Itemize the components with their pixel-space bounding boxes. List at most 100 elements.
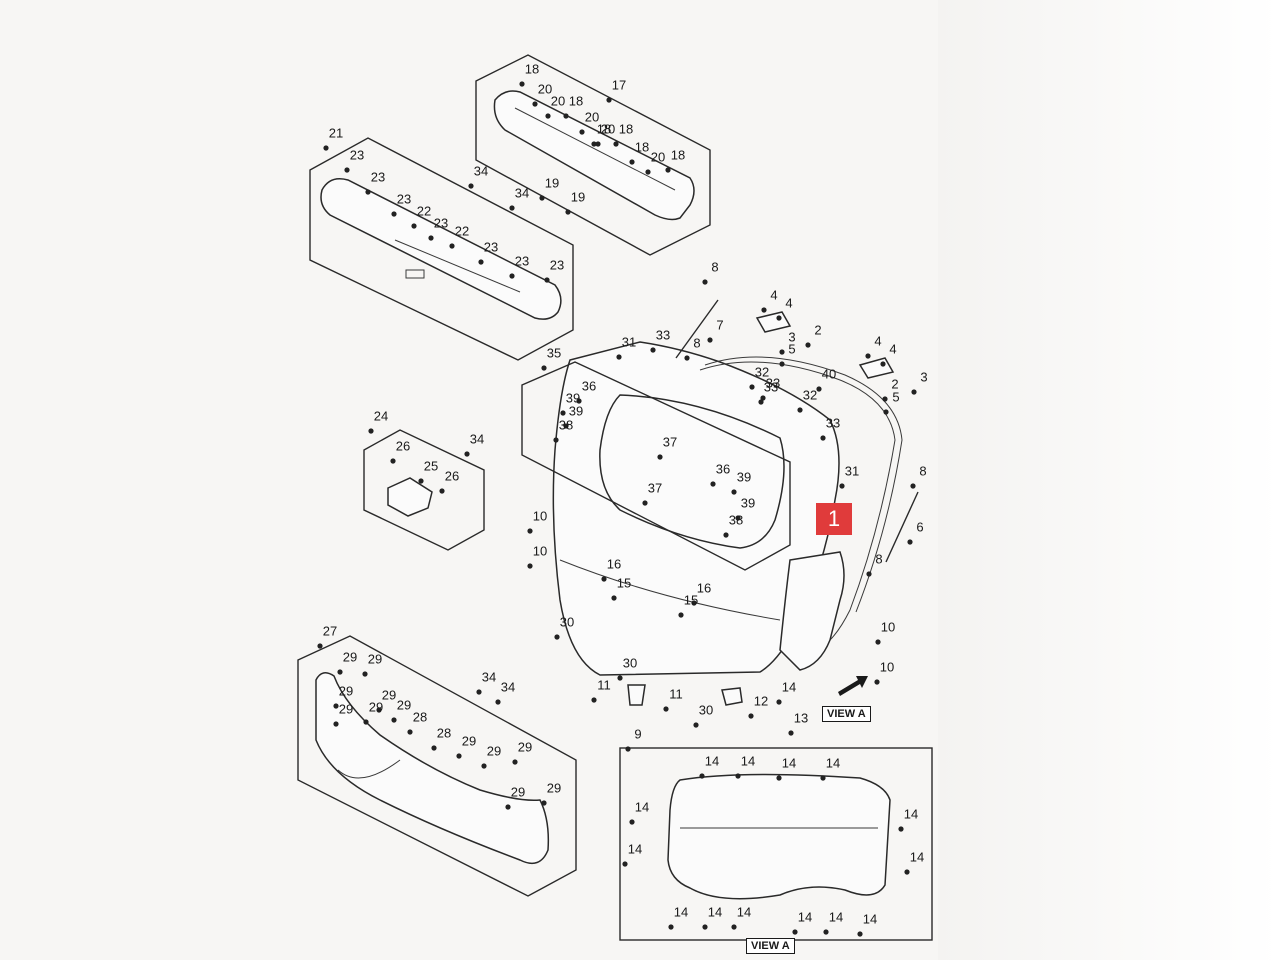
fastener-mark [512,759,518,765]
part-number-label: 19 [571,189,585,204]
fastener-mark [816,386,822,392]
fastener-mark [668,924,674,930]
fastener-mark [693,722,699,728]
part-number-label: 4 [770,287,777,302]
highlighted-callout-1: 1 [816,503,852,535]
fastener-mark [723,532,729,538]
fastener-mark [629,159,635,165]
part-number-label: 18 [597,121,611,136]
fastener-mark [391,717,397,723]
fastener-mark [565,209,571,215]
fastener-mark [323,145,329,151]
part-number-label: 14 [826,755,840,770]
fastener-mark [857,931,863,937]
fastener-mark [337,669,343,675]
fastener-mark [865,353,871,359]
view-a-tag: VIEW A [822,706,871,722]
part-number-label: 6 [916,519,923,534]
part-number-label: 20 [601,121,615,136]
part-number-label: 29 [511,784,525,799]
part-number-label: 29 [462,733,476,748]
part-number-label: 10 [881,619,895,634]
part-number-label: 31 [622,334,636,349]
part-number-label: 18 [635,139,649,154]
part-number-label: 17 [612,77,626,92]
part-number-label: 26 [445,468,459,483]
part-number-label: 20 [538,81,552,96]
fastener-mark [823,929,829,935]
fastener-mark [411,223,417,229]
fastener-mark [509,273,515,279]
part-number-label: 30 [623,655,637,670]
fastener-mark [779,361,785,367]
part-number-label: 37 [648,480,662,495]
part-number-label: 39 [569,403,583,418]
fastener-mark [563,113,569,119]
fastener-mark [428,235,434,241]
fastener-mark [591,141,597,147]
part-number-label: 18 [671,147,685,162]
fastener-mark [805,342,811,348]
part-number-label: 14 [782,755,796,770]
part-number-label: 18 [569,93,583,108]
fastener-mark [691,600,697,606]
fastener-mark [882,396,888,402]
part-number-label: 24 [374,408,388,423]
fastener-mark [541,800,547,806]
part-number-label: 39 [737,469,751,484]
part-number-label: 29 [382,687,396,702]
part-number-label: 21 [329,125,343,140]
part-number-label: 29 [397,697,411,712]
part-number-label: 34 [501,679,515,694]
fastener-mark [333,703,339,709]
fastener-mark [776,315,782,321]
part-number-label: 11 [597,677,611,692]
inner-trim-13 [779,551,845,671]
fastener-mark [710,481,716,487]
part-number-label: 10 [533,508,547,523]
part-number-label: 5 [788,341,795,356]
part-number-label: 8 [875,551,882,566]
fastener-mark [362,671,368,677]
fastener-mark [468,183,474,189]
part-number-label: 14 [674,904,688,919]
fastener-mark [376,707,382,713]
part-number-label: 14 [635,799,649,814]
fastener-mark [368,428,374,434]
fastener-mark [527,528,533,534]
fastener-mark [874,679,880,685]
fastener-mark [622,861,628,867]
part-number-label: 38 [729,512,743,527]
fastener-mark [481,763,487,769]
fastener-mark [663,706,669,712]
fastener-mark [735,773,741,779]
part-number-label: 14 [782,679,796,694]
part-number-label: 30 [699,702,713,717]
fastener-mark [797,407,803,413]
fastener-mark [464,451,470,457]
fastener-mark [365,189,371,195]
fastener-mark [702,924,708,930]
part-number-label: 9 [634,726,641,741]
part-number-label: 23 [397,191,411,206]
part-number-label: 33 [656,327,670,342]
part-number-label: 22 [417,203,431,218]
fastener-mark [776,699,782,705]
fastener-mark [625,746,631,752]
bracket-group-24 [363,429,485,551]
fastener-mark [478,259,484,265]
part-number-label: 4 [874,333,881,348]
fastener-mark [678,612,684,618]
part-number-label: 8 [711,259,718,274]
fastener-mark [363,719,369,725]
part-number-label: 27 [323,623,337,638]
part-number-label: 16 [697,580,711,595]
fastener-mark [495,699,501,705]
fastener-mark [606,97,612,103]
part-number-label: 35 [547,345,561,360]
part-number-label: 37 [663,434,677,449]
fastener-mark [560,410,566,416]
fastener-mark [904,869,910,875]
part-number-label: 4 [889,341,896,356]
